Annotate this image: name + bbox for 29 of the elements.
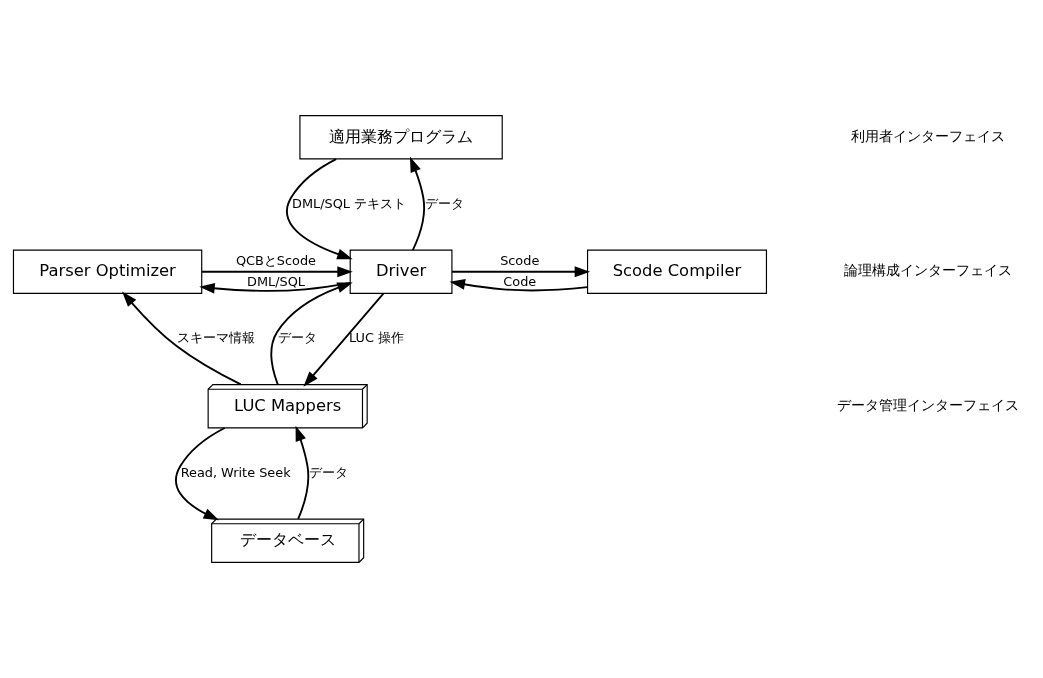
arrow <box>449 279 589 292</box>
node-box: Scode Compiler <box>586 249 768 294</box>
edge-label: データ <box>277 330 317 346</box>
arrow <box>175 427 226 521</box>
arrow <box>122 291 242 386</box>
node-box: Parser Optimizer <box>12 249 203 294</box>
edge-label: Code <box>503 273 537 289</box>
edge-label: Read, Write Seek <box>180 464 291 480</box>
edge-label: データ <box>424 195 464 211</box>
edge-label: Scode <box>500 252 540 268</box>
edge-label: DML/SQL <box>246 273 305 289</box>
arrow <box>303 292 385 387</box>
label: 利用者インターフェイス <box>851 127 1006 144</box>
arrow <box>201 266 353 278</box>
arrow <box>451 266 591 278</box>
edge-label: データ <box>309 464 349 480</box>
edge-label: DML/SQL テキスト <box>292 195 407 211</box>
edge-label: スキーマ情報 <box>177 330 256 346</box>
label: 論理構成インターフェイス <box>844 262 1013 279</box>
arrow <box>199 281 351 294</box>
arrow <box>295 425 310 520</box>
edge-label: QCBとScode <box>235 252 317 268</box>
arrow <box>286 158 353 260</box>
arrow <box>409 156 426 252</box>
label: データ管理インターフェイス <box>837 396 1020 413</box>
edge-label: LUC 操作 <box>349 330 405 346</box>
arrow <box>270 282 353 386</box>
node-box: 適用業務プログラム <box>299 115 503 160</box>
node-box: Driver <box>349 249 453 294</box>
